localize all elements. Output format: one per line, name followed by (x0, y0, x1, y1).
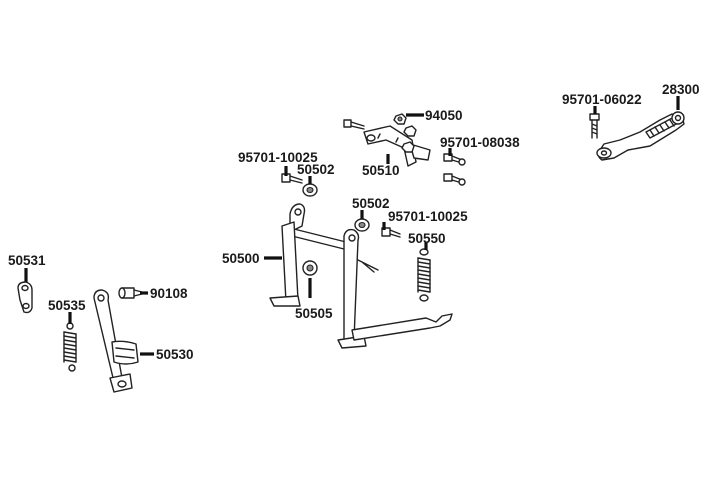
label-50502-upper: 50502 (297, 162, 335, 177)
label-95701-10025-lower: 95701-10025 (388, 209, 468, 224)
label-50535: 50535 (48, 298, 86, 313)
bolt-95701-10025-lower-part (381, 227, 401, 238)
kick-starter-lever-part (596, 111, 685, 161)
label-94050: 94050 (425, 108, 463, 123)
bushing-50502-middle-part (354, 218, 370, 232)
label-95701-08038: 95701-08038 (440, 135, 520, 150)
bolt-95701-06022-part (589, 113, 600, 139)
label-90108: 90108 (150, 286, 188, 301)
label-50510: 50510 (362, 163, 400, 178)
plate-50531-part (17, 281, 33, 314)
bolt-90108-part (118, 287, 143, 299)
stand-bracket-50510-part (363, 125, 431, 167)
label-50530: 50530 (156, 347, 194, 362)
bolt-upper-left-part (343, 119, 365, 130)
spring-50535-part (63, 322, 77, 372)
label-50550: 50550 (408, 231, 446, 246)
spring-50550-part (417, 248, 431, 302)
label-50502-middle: 50502 (352, 196, 390, 211)
label-95701-06022: 95701-06022 (562, 92, 642, 107)
bolt-95701-08038-part (443, 153, 466, 186)
label-95701-10025-upper: 95701-10025 (238, 150, 318, 165)
nut-94050-part (393, 113, 417, 153)
label-50500: 50500 (222, 251, 260, 266)
label-28300: 28300 (662, 82, 700, 97)
label-50531: 50531 (8, 253, 46, 268)
main-stand-50500-part (269, 203, 453, 349)
label-50505: 50505 (295, 306, 333, 321)
bushing-50502-upper-part (302, 183, 318, 197)
bushing-50505-part (302, 260, 318, 276)
side-stand-50530-part (93, 289, 139, 393)
